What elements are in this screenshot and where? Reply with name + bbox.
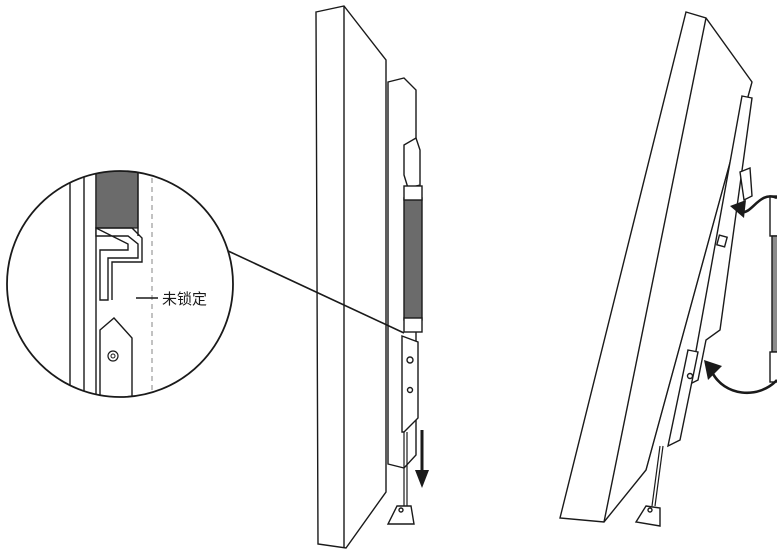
callout-circle: [6, 170, 234, 398]
left-display-panel: [315, 5, 387, 549]
left-top-hook: [403, 136, 421, 189]
callout-leader-line: [225, 249, 405, 334]
right-wall-dark-rail: [771, 235, 777, 353]
left-lower-latch: [401, 334, 419, 433]
right-wall-bracket: [769, 195, 777, 383]
left-display-figure: [315, 5, 423, 549]
detail-bracket: [95, 226, 139, 301]
right-pull-cord: [651, 445, 661, 507]
lower-curved-arrow: [710, 371, 777, 395]
right-upper-hook: [739, 166, 753, 202]
callout-label: 未锁定: [162, 290, 207, 308]
callout-detail: [7, 171, 233, 397]
curved-arrow-icon: [704, 195, 777, 395]
left-dark-rail: [403, 197, 423, 321]
right-pull-tag-icon: [634, 505, 661, 527]
pull-cord-tag-icon: [386, 505, 415, 525]
detail-dark-block: [95, 171, 139, 229]
down-arrow-icon: [415, 430, 429, 488]
right-display-front-edge: [603, 17, 707, 523]
right-display-figure: [559, 11, 753, 527]
